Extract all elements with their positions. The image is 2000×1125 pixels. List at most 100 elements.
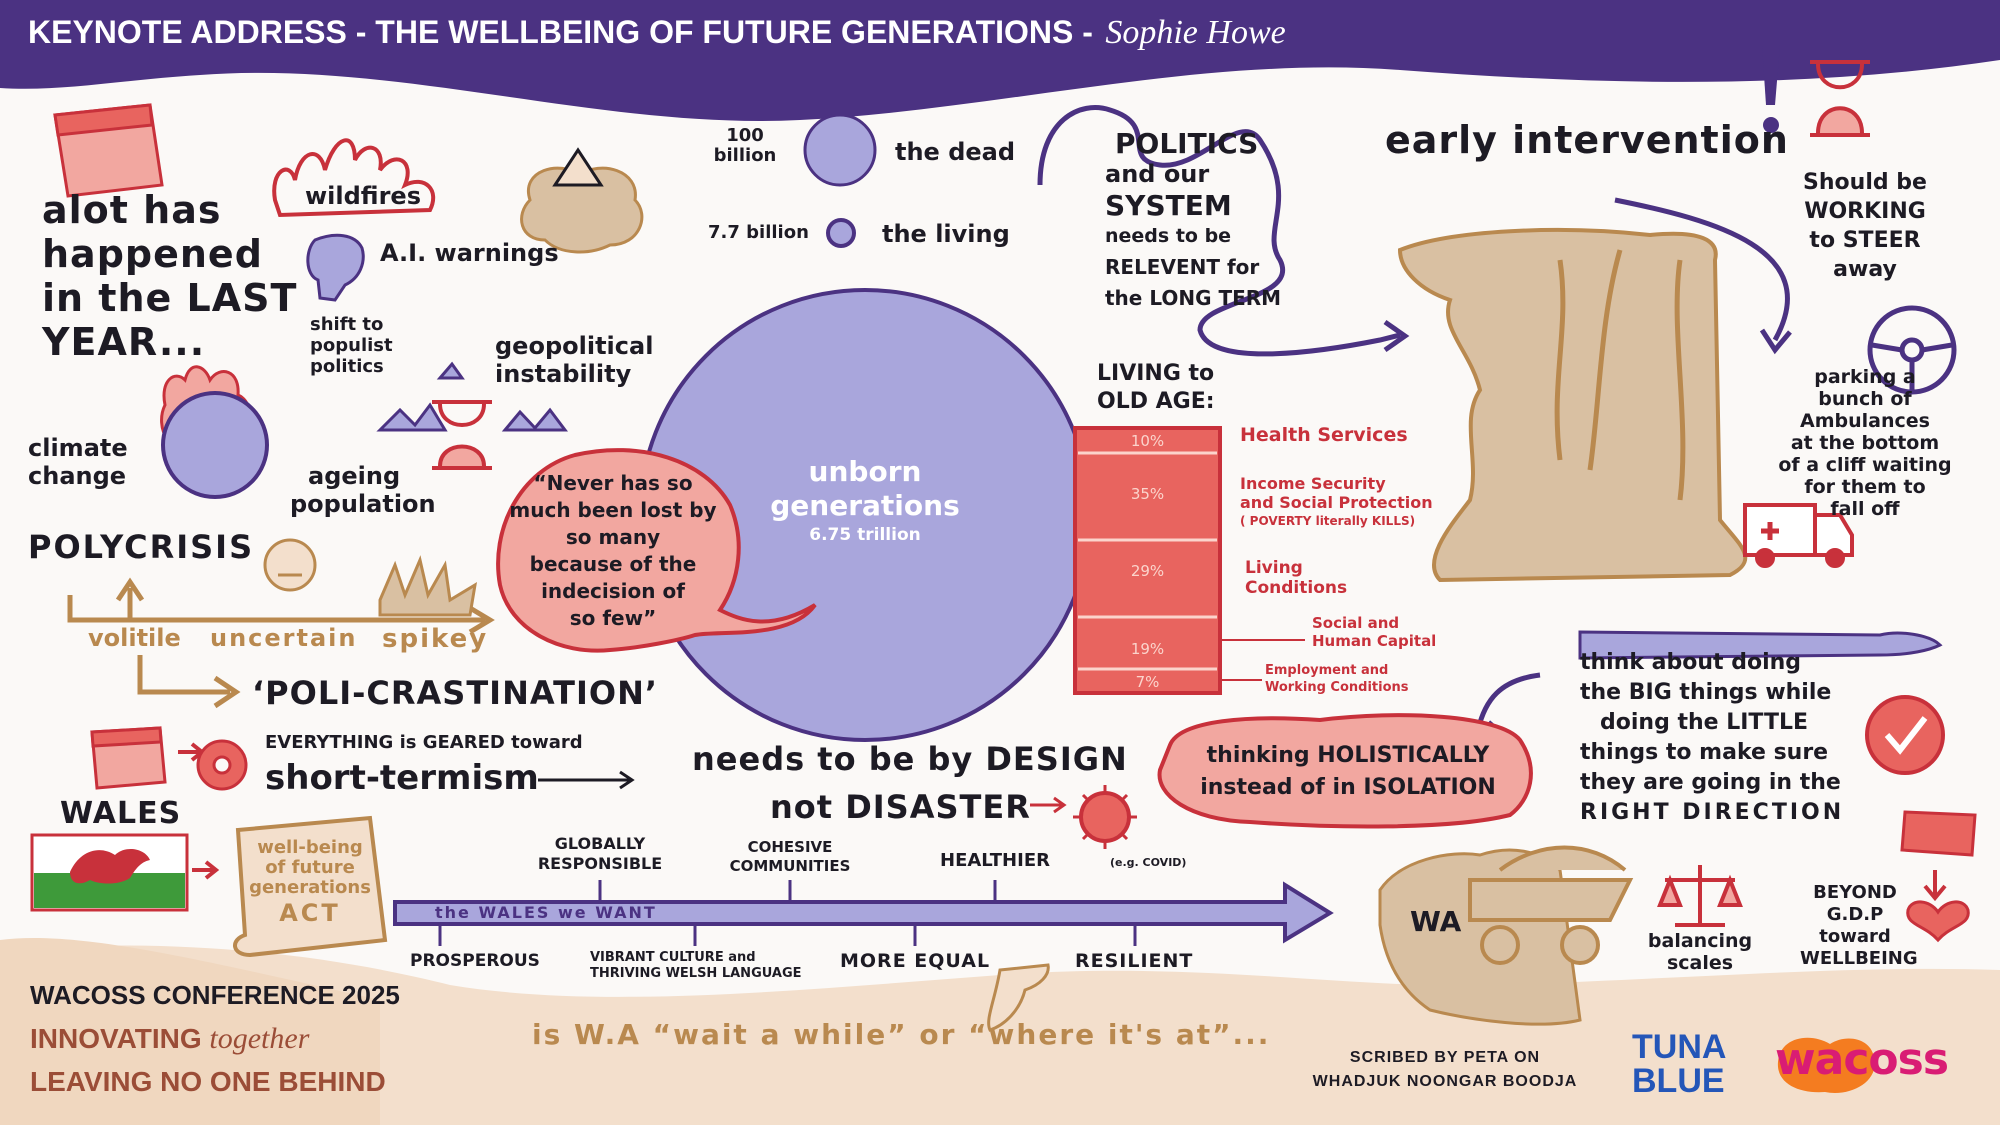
big-little-line: think about doing (1580, 650, 1802, 675)
ambulance-text: parking a bunch of Ambulances at the bot… (1745, 366, 1985, 520)
tagline-innovating: INNOVATING (30, 1023, 202, 1054)
unborn-line: unborn (808, 455, 922, 488)
living-label: the living (882, 220, 1010, 248)
old-age-label-1: Health Services (1240, 424, 1408, 446)
scales-label: balancing scales (1645, 930, 1755, 974)
heart-icon (1906, 900, 1970, 943)
scales-line: balancing (1647, 930, 1753, 952)
unborn-line: generations (770, 489, 960, 522)
big-little-line: things to make sure (1580, 740, 1829, 765)
dead-circle (803, 113, 877, 187)
dead-count-line: billion (713, 145, 777, 166)
geopolitical-line: geopolitical (495, 332, 654, 360)
cliff (1397, 228, 1748, 583)
steer-line: to STEER (1809, 228, 1921, 253)
steer-line: away (1833, 257, 1897, 282)
politics-line: RELEVENT for (1105, 255, 1260, 279)
goal-more-equal: MORE EQUAL (840, 950, 991, 972)
conference-title: WACOSS CONFERENCE 2025 (30, 980, 400, 1010)
wa-label: WA (1410, 905, 1462, 938)
page-title: KEYNOTE ADDRESS - THE WELLBEING OF FUTUR… (28, 14, 1093, 50)
spikey-icon (378, 555, 478, 617)
goal-globally-responsible: GLOBALLY RESPONSIBLE (537, 834, 663, 873)
hand-pointing-down-icon (987, 963, 1050, 1032)
ageing-population-label: ageing population (290, 462, 436, 518)
unborn-count: 6.75 trillion (809, 525, 921, 545)
wales-flag-icon (30, 833, 189, 912)
everything-geared-label: EVERYTHING is GEARED toward (265, 732, 583, 753)
brain-warning-icon (520, 147, 644, 254)
dead-label: the dead (895, 138, 1016, 166)
ambulance-line: bunch of (1818, 388, 1912, 410)
dead-count-line: 100 (726, 125, 764, 146)
old-age-column (1073, 426, 1222, 695)
old-age-title-line: LIVING to (1097, 361, 1215, 386)
intro-line: alot has (42, 188, 222, 232)
ageing-line: ageing (308, 462, 401, 490)
burning-globe-icon (160, 365, 269, 499)
politics-squiggle (1037, 105, 1401, 357)
ambulance-line: for them to (1804, 476, 1926, 498)
wacoss-logo[interactable]: wacoss (1770, 1022, 1975, 1102)
ambulance-line: at the bottom (1790, 432, 1940, 454)
old-age-label-line: Social and (1312, 614, 1400, 632)
quote-line: so few” (569, 606, 657, 630)
mountains-icon (376, 361, 568, 432)
dead-count: 100 billion (705, 126, 785, 166)
gdp-line: WELLBEING (1800, 948, 1918, 969)
act-line: well-being (257, 837, 363, 858)
old-age-label-4: Social and Human Capital (1312, 614, 1436, 650)
big-little-line: the BIG things while (1580, 680, 1832, 705)
wales-label: WALES (60, 796, 182, 831)
act-line: generations (249, 877, 371, 898)
populist-line: shift to (310, 314, 384, 335)
politics-line: POLITICS (1115, 127, 1259, 160)
tagline-together: together (209, 1022, 310, 1055)
ambulance-line: parking a (1814, 366, 1916, 388)
covid-virus-icon (1073, 785, 1137, 849)
design-line-1: needs to be by DESIGN (692, 740, 1128, 778)
old-age-label-line: Income Security (1240, 474, 1386, 493)
mining-truck-icon (1468, 845, 1634, 965)
goal-resilient: RESILIENT (1075, 950, 1194, 972)
intro-line: YEAR... (42, 320, 206, 364)
goal-prosperous: PROSPEROUS (410, 951, 540, 971)
uncertain-label: uncertain (210, 624, 358, 652)
old-age-label-line: Human Capital (1312, 632, 1437, 650)
pct-row-4: 19% (1130, 640, 1165, 658)
climate-change-label: climate change (28, 434, 128, 490)
gear-icon (196, 739, 248, 791)
goal-cohesive-communities: COHESIVE COMMUNITIES (729, 838, 851, 875)
intro-line: happened (42, 232, 263, 276)
climate-line: change (28, 462, 127, 490)
volatile-label: volitile (88, 624, 181, 652)
balancing-scales-icon (1657, 865, 1743, 927)
populist-label: shift to populist politics (310, 314, 393, 377)
old-age-label-3: Living Conditions (1245, 558, 1347, 598)
old-age-label-2: Income Security and Social Protection ( … (1240, 474, 1433, 531)
act-scroll (233, 815, 388, 958)
design-line-2: not DISASTER (770, 788, 1031, 826)
policrastination-label: ‘POLI-CRASTINATION’ (252, 674, 658, 712)
holistic-cloud (1157, 713, 1533, 829)
holistic-line: thinking HOLISTICALLY (1206, 743, 1490, 768)
steer-text: Should be WORKING to STEER away (1790, 168, 1940, 284)
spikey-label: spikey (382, 624, 489, 654)
header-title-row: KEYNOTE ADDRESS - THE WELLBEING OF FUTUR… (28, 14, 1286, 52)
quote-line: because of the (529, 552, 697, 576)
tuna-blue-logo[interactable]: TUNA BLUE (1632, 1030, 1726, 1098)
polycrisis-label: POLYCRISIS (28, 528, 255, 566)
wildfires-label: wildfires (305, 182, 421, 210)
unborn-label: unborn generations 6.75 trillion (740, 455, 990, 547)
gdp-line: toward (1819, 926, 1891, 947)
big-little-line: doing the LITTLE (1600, 710, 1809, 735)
goal-vibrant-culture: VIBRANT CULTURE and THRIVING WELSH LANGU… (590, 950, 802, 981)
climate-line: climate (28, 434, 128, 462)
wildfire-flames-icon (272, 138, 436, 218)
living-circle (826, 218, 856, 248)
short-termism-label: short-termism (265, 758, 539, 798)
scribe-line: SCRIBED BY PETA ON (1349, 1049, 1541, 1066)
goal-healthier: HEALTHIER (940, 850, 1050, 871)
quote-line: “Never has so (533, 471, 693, 495)
quote-line: indecision of (541, 579, 685, 603)
